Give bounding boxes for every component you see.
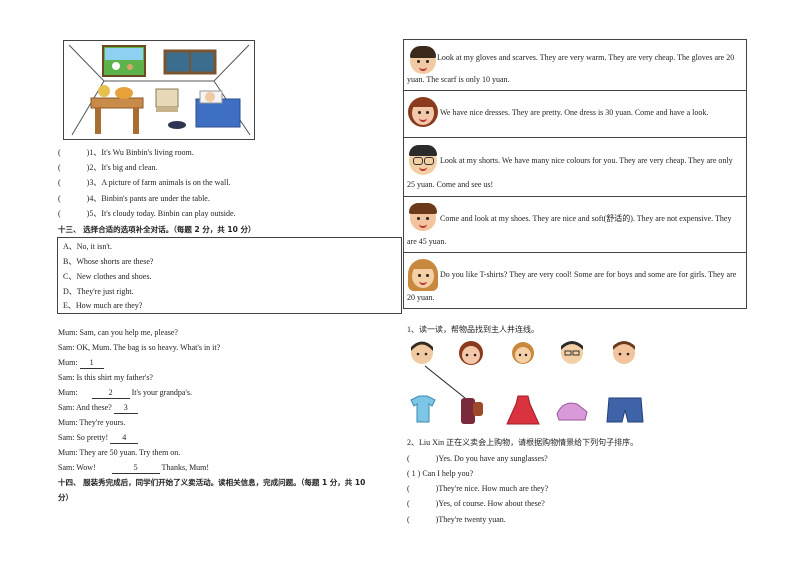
seller-text: Look at my shorts. We have many nice col… [440, 156, 733, 165]
q12-item: ()5、It's cloudy today. Binbin can play o… [58, 209, 236, 218]
order-line: ()They're twenty yuan. [407, 515, 506, 524]
seller-text: Come and look at my shoes. They are nice… [440, 214, 732, 223]
dialogue-line: Mum: 2 It's your grandpa's. [58, 388, 192, 399]
face-girl-2[interactable] [512, 342, 534, 364]
answer-blank-1[interactable]: 1 [79, 358, 104, 369]
seller-text: We have nice dresses. They are pretty. O… [440, 108, 709, 117]
dialogue-line: Mum: 1 [58, 358, 104, 369]
seller-box-3: Look at my shorts. We have many nice col… [403, 137, 747, 197]
answer-blank-5[interactable]: 5 [111, 463, 160, 474]
q13-heading: 十三、 选择合适的选项补全对话。（每题 2 分，共 10 分） [58, 225, 256, 234]
option-e: E、How much are they? [63, 301, 143, 310]
seller-text: yuan. The scarf is only 10 yuan. [407, 75, 510, 84]
q12-item: ()4、Binbin's pants are under the table. [58, 194, 210, 203]
seller-text: are 45 yuan. [407, 237, 447, 246]
dress-icon[interactable] [506, 395, 540, 425]
seller-avatar [408, 95, 438, 129]
t-shirt-icon[interactable] [410, 395, 436, 423]
seller-box-2: We have nice dresses. They are pretty. O… [403, 90, 747, 138]
dialogue-line: Sam: And these? 3 [58, 403, 138, 414]
q12-item: ()2、It's big and clean. [58, 163, 158, 172]
answer-blank-2[interactable]: 2 [91, 388, 130, 399]
shoes-icon[interactable] [556, 402, 588, 421]
order-line: ()Yes, of course. How about these? [407, 499, 545, 508]
seller-text: Do you like T-shirts? They are very cool… [440, 270, 737, 279]
seller-text: Look at my gloves and scarves. They are … [437, 53, 735, 62]
match-heading: 1、读一读，帮物品找到主人并连线。 [407, 325, 539, 334]
match-line [424, 365, 466, 399]
option-b: B、Whose shorts are these? [63, 257, 154, 266]
answer-blank-4[interactable]: 4 [110, 433, 139, 444]
seller-text: 20 yuan. [407, 293, 435, 302]
q12-item: ()1、It's Wu Binbin's living room. [58, 148, 194, 157]
seller-box-5: Do you like T-shirts? They are very cool… [403, 252, 747, 309]
option-a: A、No, it isn't. [63, 242, 112, 251]
order-heading: 2、Liu Xin 正在义卖会上购物，请根据购物情景给下列句子排序。 [407, 438, 639, 447]
order-line: ()They're nice. How much are they? [407, 484, 549, 493]
face-boy-glasses[interactable] [561, 341, 583, 364]
face-boy-1[interactable] [411, 341, 433, 365]
match-faces-and-items [410, 341, 644, 425]
face-girl-1[interactable] [459, 341, 483, 365]
q14-heading: 十四、 服装秀完成后，同学们开始了义卖活动。读相关信息，完成问题。（每题 1 分… [58, 478, 366, 487]
seller-avatar [408, 257, 438, 291]
seller-avatar [408, 201, 438, 233]
seller-text: 25 yuan. Come and see us! [407, 180, 494, 189]
room-picture [63, 40, 255, 140]
q14-heading-cont: 分） [58, 493, 73, 502]
dialogue-line: Sam: OK, Mum. The bag is so heavy. What'… [58, 343, 221, 352]
q12-item: ()3、A picture of farm animals is on the … [58, 178, 231, 187]
room-illustration [68, 44, 251, 136]
dialogue-line: Mum: They are 50 yuan. Try them on. [58, 448, 181, 457]
shorts-icon[interactable] [606, 397, 644, 423]
face-boy-2[interactable] [613, 341, 635, 364]
dialogue-line: Mum: Sam, can you help me, please? [58, 328, 178, 337]
dialogue-line: Sam: Is this shirt my father's? [58, 373, 153, 382]
order-line: ( 1 ) Can I help you? [407, 469, 474, 478]
option-c: C、New clothes and shoes. [63, 272, 152, 281]
seller-box-1: Look at my gloves and scarves. They are … [403, 39, 747, 91]
dialogue-line: Sam: Wow! 5 Thanks, Mum! [58, 463, 210, 474]
option-d: D、They're just right. [63, 287, 134, 296]
seller-box-4: Come and look at my shoes. They are nice… [403, 196, 747, 253]
dialogue-line: Mum: They're yours. [58, 418, 126, 427]
gloves-scarf-icon[interactable] [461, 398, 483, 424]
order-line: ()Yes. Do you have any sunglasses? [407, 454, 548, 463]
seller-avatar [406, 142, 440, 176]
dialogue-line: Sam: So pretty! 4 [58, 433, 139, 444]
seller-avatar [408, 44, 438, 74]
answer-blank-3[interactable]: 3 [113, 403, 138, 414]
q13-options-box: A、No, it isn't. B、Whose shorts are these… [57, 237, 402, 314]
